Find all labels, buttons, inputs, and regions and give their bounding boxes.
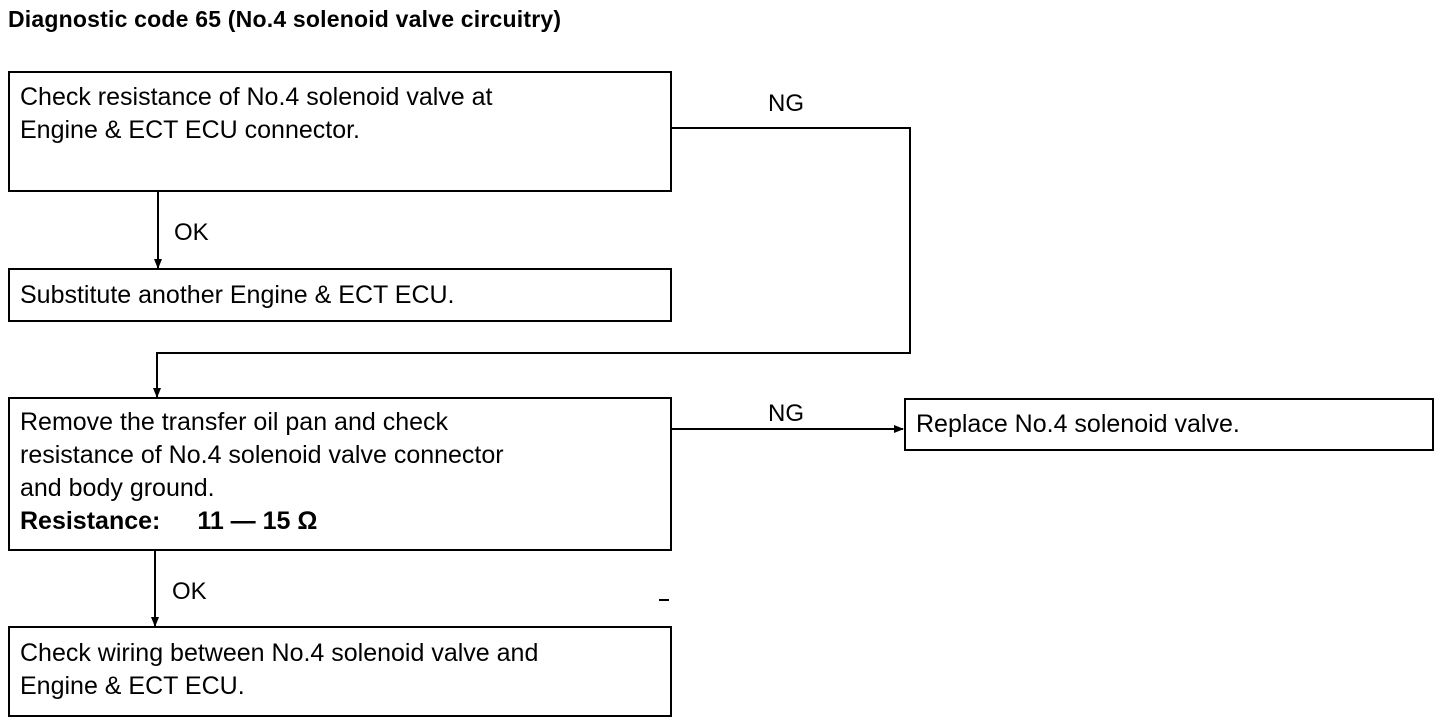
- edge-label-ng-2: NG: [768, 400, 804, 427]
- resistance-spec: Resistance: 11 — 15 Ω: [20, 505, 660, 538]
- resistance-spec-label: Resistance:: [20, 507, 161, 535]
- box-line: Engine & ECT ECU.: [20, 672, 245, 700]
- box-line: Check resistance of No.4 solenoid valve …: [20, 83, 493, 111]
- arrow-ng-1: [153, 127, 911, 398]
- box-line: and body ground.: [20, 474, 215, 502]
- box-line: Substitute another Engine & ECT ECU.: [20, 281, 455, 309]
- box-line: Remove the transfer oil pan and check: [20, 408, 449, 436]
- step-substitute-ecu-box: Substitute another Engine & ECT ECU.: [8, 268, 672, 322]
- edge-label-ng-1: NG: [768, 90, 804, 117]
- edge-label-ok-1: OK: [174, 219, 209, 246]
- step-remove-oil-pan-box: Remove the transfer oil pan and check re…: [8, 397, 672, 551]
- step-check-wiring-box: Check wiring between No.4 solenoid valve…: [8, 626, 672, 717]
- step-replace-valve-box: Replace No.4 solenoid valve.: [904, 398, 1434, 451]
- edge-label-ok-2: OK: [172, 578, 207, 605]
- box-line: resistance of No.4 solenoid valve connec…: [20, 441, 504, 469]
- box-line: Engine & ECT ECU connector.: [20, 116, 360, 144]
- diagram-title: Diagnostic code 65 (No.4 solenoid valve …: [8, 6, 562, 32]
- resistance-spec-value: 11 — 15 Ω: [197, 507, 318, 535]
- box-line: Replace No.4 solenoid valve.: [916, 410, 1240, 438]
- box-line: Check wiring between No.4 solenoid valve…: [20, 639, 539, 667]
- step-check-resistance-box: Check resistance of No.4 solenoid valve …: [8, 71, 672, 192]
